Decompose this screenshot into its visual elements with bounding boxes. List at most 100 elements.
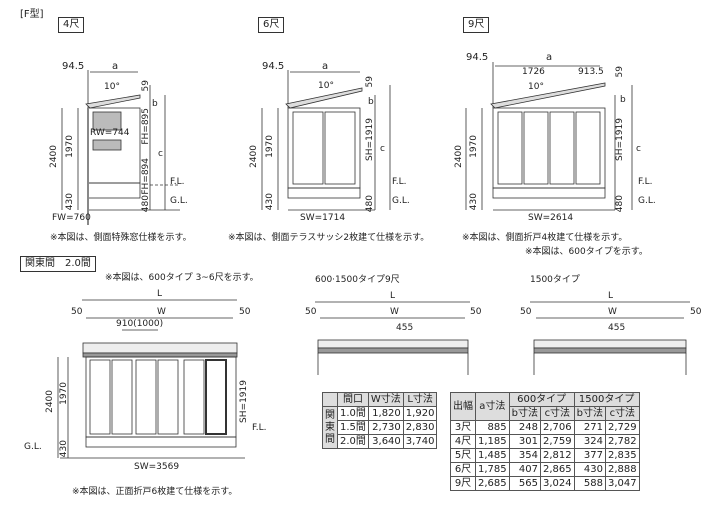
l-dim: L [390, 291, 396, 301]
module-dim: 455 [608, 323, 626, 333]
base-height: 430 [59, 440, 69, 458]
side-dim: 50 [690, 307, 702, 317]
overhang-dim: 94.5 [62, 61, 85, 72]
table-cell: 5尺 [450, 448, 476, 463]
overhang-dim: 94.5 [262, 61, 285, 72]
table-cell: 関東間 [322, 406, 338, 449]
l-dim: L [157, 289, 163, 299]
table-cell: W寸法 [367, 392, 404, 407]
main-height: 1970 [65, 135, 75, 158]
fl-label: F.L. [252, 423, 267, 433]
table-cell: 2,865 [540, 462, 575, 477]
table-cell: 2,706 [540, 420, 575, 435]
top-dim: 59 [141, 80, 151, 92]
sw-dim: SW=3569 [134, 462, 180, 472]
table-cell: 2,729 [605, 420, 640, 435]
base-height: 430 [469, 193, 479, 211]
top-dim: 59 [615, 66, 625, 78]
main-height: 1970 [469, 135, 479, 158]
type-label: [F型] [20, 9, 44, 20]
a-dim: a [112, 61, 119, 72]
b-dim: b [368, 97, 374, 107]
table-cell: 3,740 [402, 434, 438, 449]
gl-label: G.L. [638, 196, 656, 206]
table-cell: 324 [573, 434, 607, 449]
plan-title: 1500タイプ [530, 275, 580, 285]
table-cell: 2,812 [540, 448, 575, 463]
table-cell [322, 392, 338, 407]
gl-label: G.L. [170, 196, 188, 206]
module-dim: 910(1000) [116, 319, 164, 329]
side-dim: 50 [520, 307, 532, 317]
a2-dim: 913.5 [578, 67, 604, 77]
sh-dim: SH=1919 [365, 118, 375, 161]
table-cell: 間口 [337, 392, 369, 407]
side-dim: 50 [71, 307, 83, 317]
table-cell: L寸法 [402, 392, 438, 407]
w-dim: W [608, 307, 617, 317]
table-cell: 1500タイプ [573, 392, 640, 407]
front-view [57, 299, 245, 459]
table-cell: 354 [508, 448, 542, 463]
side-dim: 50 [239, 307, 251, 317]
a-dim: a [322, 61, 329, 72]
roof-angle: 10° [104, 82, 120, 92]
table-cell: 600タイプ [508, 392, 575, 407]
gl-label: G.L. [392, 196, 410, 206]
fl-label: F.L. [638, 177, 653, 187]
roof-angle: 10° [318, 81, 334, 91]
base-height: 430 [65, 193, 75, 211]
side-dim: 50 [305, 307, 317, 317]
top-dim: 59 [365, 76, 375, 88]
rw-dim: RW=744 [90, 128, 130, 138]
caption: ※本図は、側面テラスサッシ2枚建て仕様を示す。 [228, 233, 430, 243]
table-cell: 885 [475, 420, 510, 435]
table-cell: 6尺 [450, 462, 476, 477]
side-dim: 50 [470, 307, 482, 317]
roof-angle: 10° [528, 82, 544, 92]
table-cell: 9尺 [450, 476, 476, 491]
fl-label: F.L. [170, 177, 185, 187]
b-dim: b [152, 99, 158, 109]
a-dim: a [546, 52, 553, 63]
table-cell: 301 [508, 434, 542, 449]
total-height: 2400 [49, 145, 59, 168]
fh2-dim: FH=894 [141, 158, 151, 195]
table-cell: 2,759 [540, 434, 575, 449]
floor-dim: 480 [141, 195, 151, 213]
floor-dim: 480 [365, 195, 375, 213]
main-height: 1970 [59, 382, 69, 405]
table-cell: 3,047 [605, 476, 640, 491]
c-dim: c [380, 144, 385, 154]
table-cell: 1,820 [367, 406, 404, 421]
plan-title: 600·1500タイプ9尺 [315, 275, 400, 285]
side-view-6shaku [261, 70, 391, 211]
table-cell: 1,920 [402, 406, 438, 421]
fw-dim: FW=760 [52, 213, 91, 223]
gl-label: G.L. [24, 442, 42, 452]
caption: ※本図は、側面折戸4枚建て仕様を示す。 [462, 233, 628, 243]
table-cell: 4尺 [450, 434, 476, 449]
table-cell: 2,782 [605, 434, 640, 449]
total-height: 2400 [45, 390, 55, 413]
l-dim: L [608, 291, 614, 301]
table-cell: b寸法 [508, 406, 542, 421]
main-height: 1970 [265, 135, 275, 158]
sh-dim: SH=1919 [615, 118, 625, 161]
table-cell: 407 [508, 462, 542, 477]
table-cell: 3尺 [450, 420, 476, 435]
table-cell: 2,888 [605, 462, 640, 477]
w-dim: W [157, 307, 166, 317]
caption: ※本図は、600タイプを示す。 [525, 247, 648, 257]
table-cell: 1.0間 [337, 406, 369, 421]
table-cell: 2,835 [605, 448, 640, 463]
